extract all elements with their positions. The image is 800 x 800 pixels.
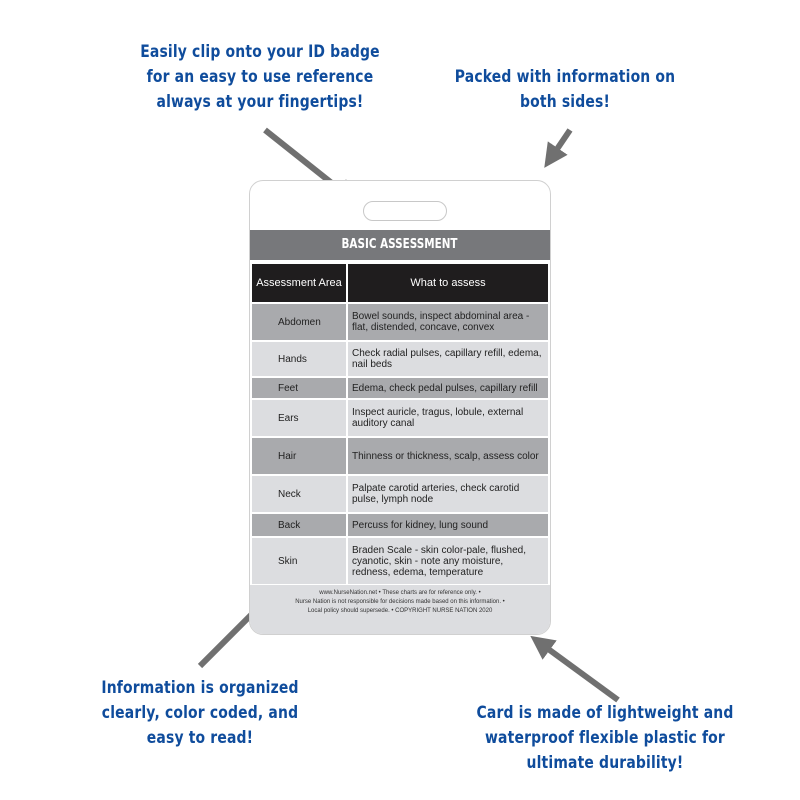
row-what: Edema, check pedal pulses, capillary ref… bbox=[346, 376, 550, 400]
clip-slot bbox=[363, 201, 447, 221]
card-footer: www.NurseNation.net • These charts are f… bbox=[250, 585, 550, 634]
callout-line: waterproof flexible plastic for bbox=[485, 728, 725, 748]
footer-line: Nurse Nation is not responsible for deci… bbox=[295, 599, 505, 605]
row-area: Ears bbox=[250, 398, 348, 438]
callout-organized: Information is organized clearly, color … bbox=[81, 676, 319, 751]
card-title-text: BASIC ASSESSMENT bbox=[341, 237, 459, 252]
arrow-icon bbox=[530, 635, 620, 703]
row-what: Inspect auricle, tragus, lobule, externa… bbox=[346, 398, 550, 438]
row-area: Abdomen bbox=[250, 302, 348, 342]
footer-line: Local policy should supersede. • COPYRIG… bbox=[307, 608, 493, 614]
row-what: Percuss for kidney, lung sound bbox=[346, 512, 550, 538]
callout-line: ultimate durability! bbox=[526, 753, 684, 773]
callout-line: easy to read! bbox=[146, 728, 254, 748]
row-area: Back bbox=[250, 512, 348, 538]
badge-card: BASIC ASSESSMENT Assessment Area What to… bbox=[249, 180, 551, 635]
callout-line: for an easy to use reference bbox=[146, 67, 374, 87]
callout-line: clearly, color coded, and bbox=[101, 703, 299, 723]
row-what: Bowel sounds, inspect abdominal area - f… bbox=[346, 302, 550, 342]
row-area: Skin bbox=[250, 536, 348, 586]
callout-line: Packed with information on bbox=[454, 67, 676, 87]
callout-both-sides: Packed with information on both sides! bbox=[454, 65, 675, 115]
row-area: Hair bbox=[250, 436, 348, 476]
arrow-icon bbox=[544, 128, 573, 168]
callout-clip-badge: Easily clip onto your ID badge for an ea… bbox=[137, 40, 383, 115]
row-area: Feet bbox=[250, 376, 348, 400]
callout-durable: Card is made of lightweight and waterpro… bbox=[470, 701, 741, 776]
footer-line: www.NurseNation.net • These charts are f… bbox=[319, 590, 481, 596]
row-area: Neck bbox=[250, 474, 348, 514]
callout-line: both sides! bbox=[520, 92, 610, 112]
row-what: Thinness or thickness, scalp, assess col… bbox=[346, 436, 550, 476]
row-area: Hands bbox=[250, 340, 348, 378]
row-what: Check radial pulses, capillary refill, e… bbox=[346, 340, 550, 378]
header-area: Assessment Area bbox=[250, 262, 348, 304]
card-title: BASIC ASSESSMENT bbox=[250, 230, 550, 260]
header-what: What to assess bbox=[346, 262, 550, 304]
callout-line: Easily clip onto your ID badge bbox=[140, 42, 380, 62]
row-what: Braden Scale - skin color-pale, flushed,… bbox=[346, 536, 550, 586]
callout-line: Information is organized bbox=[101, 678, 299, 698]
callout-line: Card is made of lightweight and bbox=[476, 703, 734, 723]
row-what: Palpate carotid arteries, check carotid … bbox=[346, 474, 550, 514]
callout-line: always at your fingertips! bbox=[156, 92, 364, 112]
